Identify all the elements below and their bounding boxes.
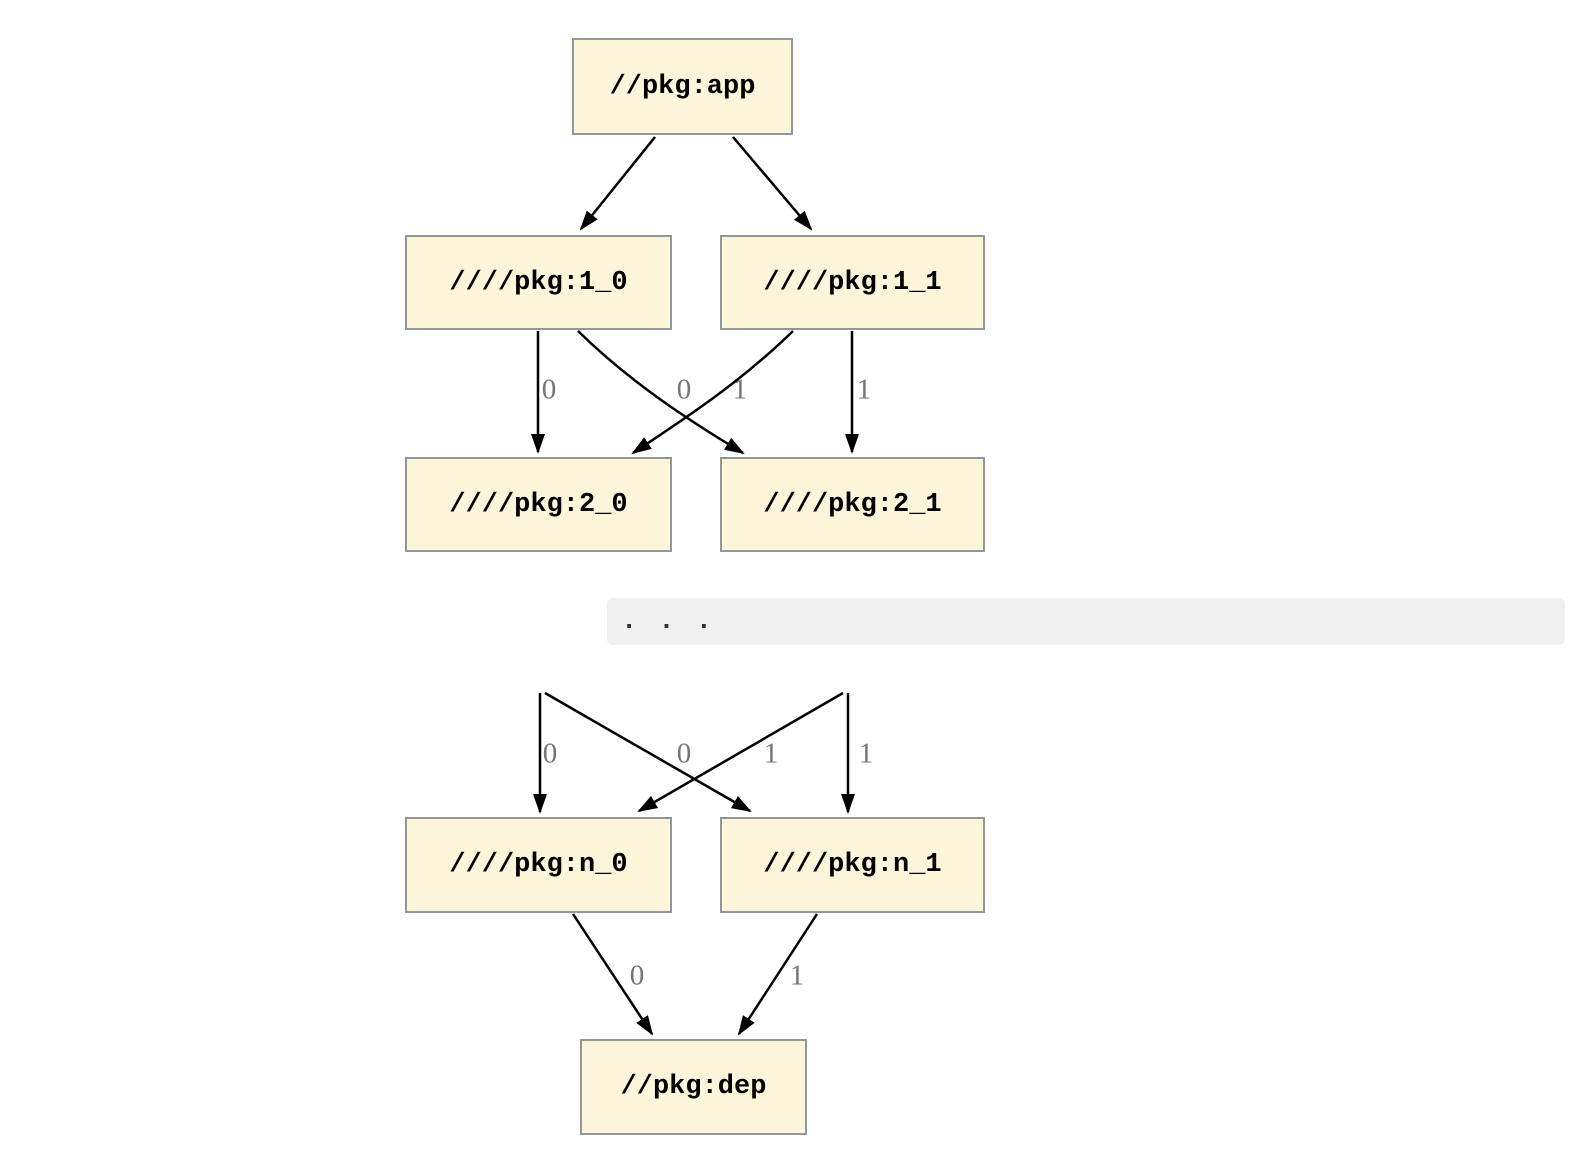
- edge-label-1_0-2_1: 0: [676, 373, 692, 406]
- edge-label-ellipsis-n_0-cross: 1: [763, 737, 779, 770]
- edge-label-ellipsis-n_1-right: 1: [858, 737, 874, 770]
- edge-label-ellipsis-n_0-left: 0: [542, 737, 558, 770]
- node-pkg-1_0: ////pkg:1_0: [405, 235, 672, 330]
- node-pkg-n_0: ////pkg:n_0: [405, 817, 672, 913]
- edge-label-n_0-dep: 0: [629, 959, 645, 992]
- node-pkg-2_1: ////pkg:2_1: [720, 457, 985, 552]
- edge-1_1-to-2_0: [631, 330, 794, 455]
- node-pkg-2_0: ////pkg:2_0: [405, 457, 672, 552]
- edge-ellipsis-to-n_1-cross: [544, 691, 752, 813]
- edge-app-to-1_1: [732, 136, 813, 231]
- edge-label-1_1-2_1: 1: [856, 373, 872, 406]
- node-pkg-app: //pkg:app: [572, 38, 793, 135]
- node-pkg-n_1: ////pkg:n_1: [720, 817, 985, 913]
- edge-label-1_0-2_0: 0: [541, 373, 557, 406]
- edge-label-ellipsis-n_1-cross: 0: [676, 737, 692, 770]
- node-pkg-1_1: ////pkg:1_1: [720, 235, 985, 330]
- edge-label-1_1-2_0: 1: [732, 373, 748, 406]
- ellipsis-separator-bar: . . .: [607, 598, 1565, 645]
- edge-n_1-to-dep: [737, 913, 819, 1036]
- edge-n_0-to-dep: [571, 913, 654, 1036]
- edge-label-n_1-dep: 1: [789, 959, 805, 992]
- edge-ellipsis-to-n_0-cross: [637, 691, 844, 813]
- edge-app-to-1_0: [579, 136, 656, 231]
- node-pkg-dep: //pkg:dep: [580, 1039, 807, 1135]
- edge-1_0-to-2_1: [577, 330, 745, 455]
- ellipsis-dots: . . .: [621, 606, 713, 637]
